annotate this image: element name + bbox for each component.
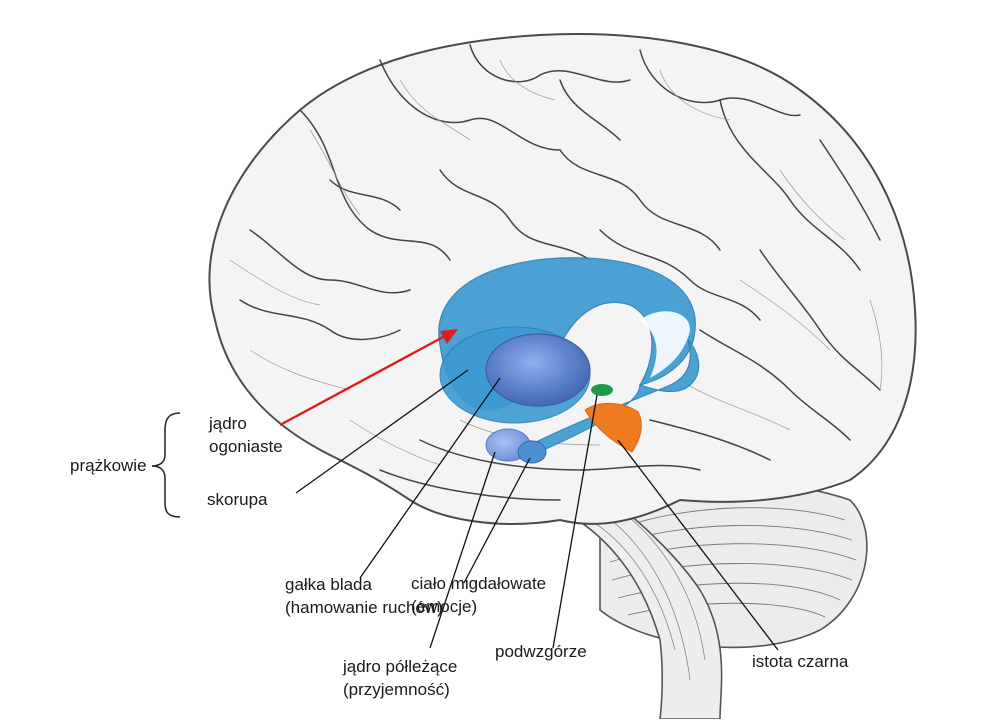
- substantia-nigra: [584, 403, 642, 453]
- leader-lines: [295, 369, 779, 651]
- leader-hypothalamus: [552, 394, 598, 649]
- label-globus-pallidus: gałka blada (hamowanie ruchów): [285, 575, 443, 617]
- leader-globus: [359, 377, 501, 579]
- leader-putamen: [295, 369, 469, 494]
- label-substantia-nigra: istota czarna: [752, 652, 849, 671]
- label-hypothalamus: podwzgórze: [495, 642, 587, 661]
- leader-accumbens: [429, 451, 496, 649]
- globus-pallidus: [485, 333, 591, 407]
- label-amygdala: ciało migdałowate (emocje): [411, 574, 547, 616]
- leader-amygdala: [463, 457, 531, 584]
- label-caudate: jądro ogoniaste: [209, 414, 283, 456]
- label-putamen: skorupa: [207, 490, 268, 509]
- caudate-arrow: [279, 329, 458, 427]
- label-accumbens: jądro półleżące (przyjemność): [343, 657, 458, 699]
- leader-nigra: [617, 439, 779, 651]
- hypothalamus: [591, 384, 613, 396]
- striatum-brace: [151, 412, 181, 518]
- label-striatum-group: prążkowie: [70, 456, 147, 475]
- nucleus-accumbens: [517, 440, 547, 464]
